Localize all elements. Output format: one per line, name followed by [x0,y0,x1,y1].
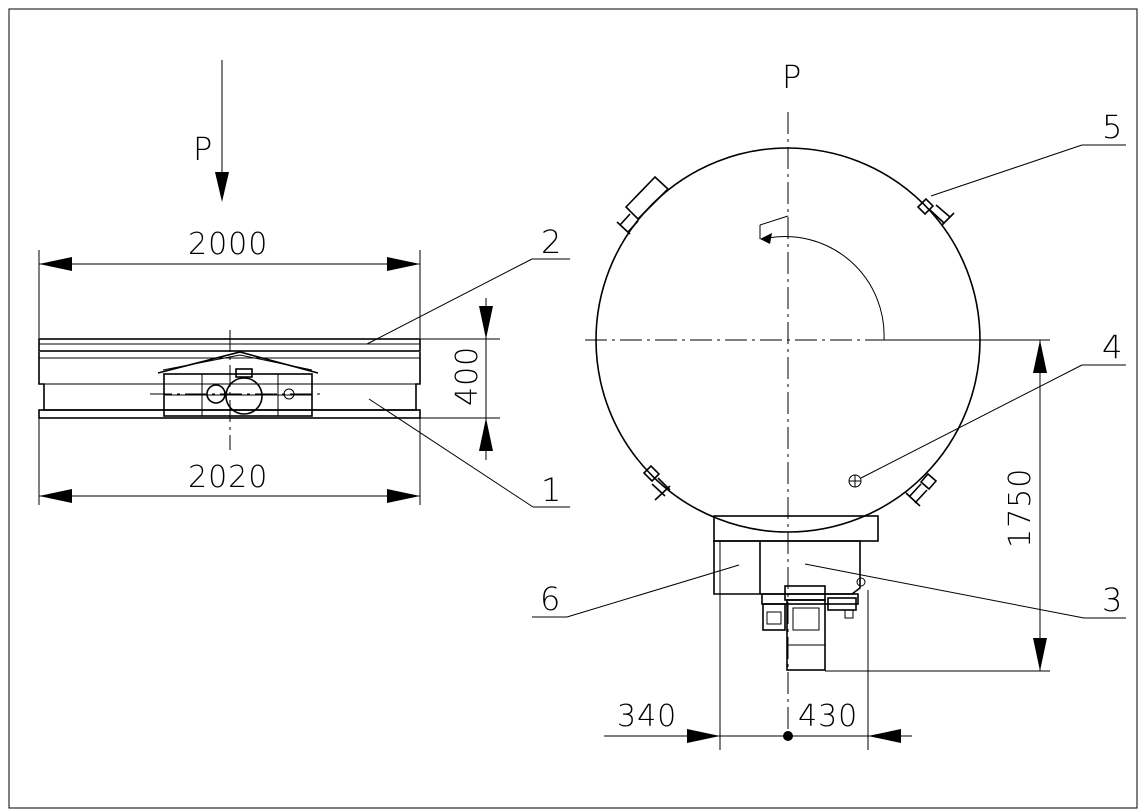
dim-top-width: 2000 [188,227,268,262]
fixture-upper-right [916,197,955,226]
drawing-frame [8,8,1138,809]
callout-6: 6 [540,580,560,618]
callout-2: 2 [541,223,561,261]
side-view: P 2000 400 [38,60,570,509]
fixture-upper-left [616,175,670,235]
dim-height: 400 [450,346,485,406]
callout-3: 3 [1102,581,1122,619]
side-view-label: P [193,130,212,168]
callout-1: 1 [541,471,561,509]
fixture-lower-right [905,472,938,507]
motor-body [786,599,826,671]
fixture-lower-left [642,464,671,501]
dim-left-offset: 340 [617,699,677,734]
dim-bottom-width: 2020 [188,460,268,495]
center-point [783,731,793,741]
callout-4: 4 [1102,328,1122,366]
top-view-label: P [782,58,801,96]
rotation-arrow [767,236,885,341]
drive-box-3 [713,540,761,595]
dim-right-offset: 430 [798,699,858,734]
dim-length: 1750 [1003,468,1038,548]
top-view: P [532,58,1126,750]
callout-5: 5 [1102,108,1122,146]
motor-circle [225,377,263,415]
gearbox [762,603,786,631]
